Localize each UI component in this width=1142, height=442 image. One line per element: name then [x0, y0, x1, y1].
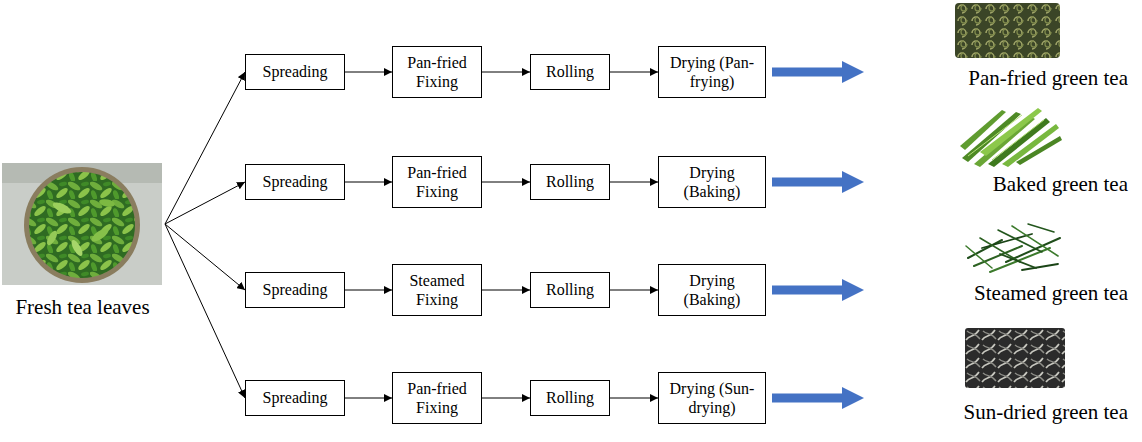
node-label: Pan-fried Fixing [399, 379, 475, 417]
block-arrow [772, 394, 850, 403]
flow-arrow [482, 398, 530, 399]
node-label: Rolling [546, 388, 594, 407]
process-box: Rolling [530, 164, 610, 200]
node-label: Rolling [546, 280, 594, 299]
block-arrow [772, 178, 850, 187]
node-label: Rolling [546, 62, 594, 81]
flow-arrow [345, 182, 392, 183]
node-label: Steamed Fixing [399, 271, 475, 309]
process-box: Spreading [245, 272, 345, 308]
flow-arrow [482, 72, 530, 73]
process-box: Rolling [530, 272, 610, 308]
node-label: Drying (Baking) [665, 271, 759, 309]
flow-arrow [165, 224, 245, 398]
process-box: Pan-fried Fixing [392, 156, 482, 208]
baked-tea-picture [958, 106, 1063, 168]
process-box: Rolling [530, 54, 610, 90]
process-box: Pan-fried Fixing [392, 46, 482, 98]
node-label: Fresh tea leaves [0, 295, 165, 320]
node-label: Rolling [546, 172, 594, 191]
node-label: Pan-fried Fixing [399, 163, 475, 201]
node-label: Steamed green tea [974, 281, 1128, 306]
process-box: Drying (Baking) [658, 156, 766, 208]
flow-arrow [482, 182, 530, 183]
flow-arrow [165, 224, 245, 290]
node-label: Sun-dried green tea [964, 400, 1128, 425]
source-picture-node: Fresh tea leaves [0, 160, 165, 320]
flow-arrow [610, 290, 658, 291]
process-box: Drying (Pan-frying) [658, 46, 766, 98]
flow-arrow [482, 290, 530, 291]
pan-fried-tea-picture [955, 3, 1060, 58]
flow-arrow [345, 72, 392, 73]
flow-arrow [345, 290, 392, 291]
process-box: Pan-fried Fixing [392, 372, 482, 424]
node-label: Baked green tea [993, 172, 1128, 197]
node-label: Drying (Pan-frying) [665, 53, 759, 91]
node-label: Pan-fried green tea [968, 66, 1128, 91]
node-label: Spreading [263, 172, 328, 191]
flow-arrow [610, 72, 658, 73]
block-arrow [772, 68, 850, 77]
node-label: Spreading [263, 280, 328, 299]
process-box: Spreading [245, 54, 345, 90]
node-label: Spreading [263, 62, 328, 81]
node-label: Drying (Sun-drying) [665, 379, 759, 417]
flow-arrow [165, 72, 245, 224]
node-label: Drying (Baking) [665, 163, 759, 201]
product-picture-node: Baked green tea [868, 108, 1140, 197]
block-arrow [772, 286, 850, 295]
node-label: Pan-fried Fixing [399, 53, 475, 91]
flow-arrow [165, 182, 245, 224]
fresh-leaves-picture [2, 163, 162, 285]
process-box: Spreading [245, 380, 345, 416]
steamed-tea-picture [962, 218, 1064, 278]
product-picture-node: Steamed green tea [868, 218, 1140, 306]
process-box: Rolling [530, 380, 610, 416]
sun-dried-tea-picture [965, 328, 1065, 388]
flow-arrow [610, 398, 658, 399]
flow-arrow [610, 182, 658, 183]
process-box: Drying (Baking) [658, 264, 766, 316]
node-label: Spreading [263, 388, 328, 407]
product-picture-node: Sun-dried green tea [868, 328, 1140, 425]
process-box: Spreading [245, 164, 345, 200]
process-box: Drying (Sun-drying) [658, 372, 766, 424]
process-box: Steamed Fixing [392, 264, 482, 316]
product-picture-node: Pan-fried green tea [868, 3, 1140, 91]
flow-arrow [345, 398, 392, 399]
